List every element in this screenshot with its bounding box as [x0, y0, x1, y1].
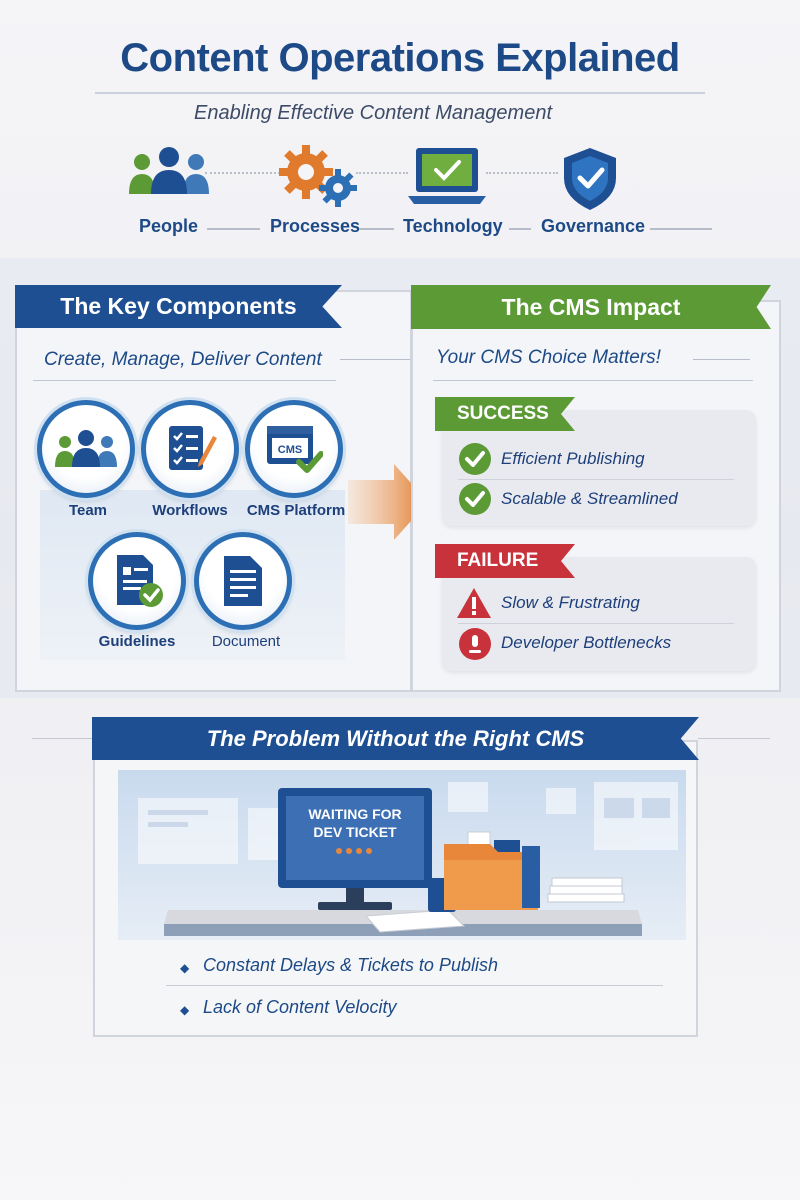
technology-laptop-icon	[408, 148, 486, 204]
waiting-desk-illustration: WAITING FOR DEV TICKET	[118, 770, 686, 940]
failure-tag: FAILURE	[435, 544, 575, 578]
section-rule-left	[32, 738, 94, 739]
failure-item-slow: Slow & Frustrating	[501, 593, 640, 612]
page-subtitle: Enabling Effective Content Management	[194, 102, 552, 124]
problem-ribbon: The Problem Without the Right CMS	[92, 717, 699, 760]
alert-circle-icon	[459, 628, 491, 660]
warning-triangle-icon	[457, 588, 491, 618]
success-tag: SUCCESS	[435, 397, 575, 431]
pillar-label-technology: Technology	[403, 216, 503, 236]
problem-divider	[166, 985, 663, 986]
pillar-divider	[207, 228, 260, 230]
key-components-ribbon: The Key Components	[15, 285, 342, 328]
tagline-underline	[433, 380, 753, 381]
pillar-label-processes: Processes	[270, 216, 361, 236]
tagline-underline	[33, 380, 336, 381]
component-guidelines	[88, 532, 186, 630]
tagline-connector	[693, 359, 750, 360]
success-tag-label: SUCCESS	[457, 403, 549, 424]
impact-arrow-icon	[348, 464, 428, 540]
problem-heading: The Problem Without the Right CMS	[206, 725, 585, 751]
failure-tag-label: FAILURE	[457, 550, 539, 571]
pillar-divider	[650, 228, 712, 230]
component-team	[37, 400, 135, 498]
cms-window-icon: CMS	[267, 426, 323, 473]
check-circle-icon	[459, 483, 491, 515]
pillar-label-people: People	[139, 216, 199, 236]
title-divider	[95, 92, 705, 94]
bullet-diamond-icon: ◆	[180, 1003, 190, 1017]
cms-icon-text: CMS	[278, 444, 302, 456]
section-rule-right	[698, 738, 770, 739]
key-components-tagline: Create, Manage, Deliver Content	[44, 349, 322, 370]
component-workflows	[141, 400, 239, 498]
document-icon	[224, 556, 262, 606]
team-icon	[55, 430, 117, 467]
pillar-label-governance: Governance	[541, 216, 646, 236]
check-circle-icon	[459, 443, 491, 475]
component-cms-platform: CMS	[245, 400, 343, 498]
pillar-connector	[486, 172, 558, 174]
processes-gears-icon	[279, 145, 357, 207]
guidelines-doc-icon	[117, 555, 163, 607]
pillar-connector	[356, 172, 408, 174]
component-document	[194, 532, 292, 630]
card-divider	[458, 479, 734, 480]
governance-shield-icon	[564, 148, 616, 210]
pillar-divider	[509, 228, 531, 230]
card-divider	[458, 623, 734, 624]
cms-impact-tagline: Your CMS Choice Matters!	[436, 347, 661, 368]
page-title: Content Operations Explained	[120, 36, 680, 80]
pillar-connector	[205, 172, 280, 174]
cms-impact-ribbon: The CMS Impact	[411, 285, 771, 329]
key-components-heading: The Key Components	[60, 293, 297, 319]
success-item-efficient-publishing: Efficient Publishing	[501, 449, 645, 468]
component-label-document: Document	[211, 633, 281, 650]
pillar-divider	[359, 228, 394, 230]
screen-text-line1: WAITING FOR	[308, 806, 401, 822]
cms-impact-heading: The CMS Impact	[501, 293, 681, 320]
tagline-connector	[340, 359, 410, 360]
problem-point-velocity: Lack of Content Velocity	[203, 997, 397, 1017]
component-label-guidelines: Guidelines	[98, 633, 176, 650]
screen-text-line2: DEV TICKET	[313, 824, 397, 840]
component-label-team: Team	[68, 502, 108, 519]
success-item-scalable: Scalable & Streamlined	[501, 489, 678, 508]
bullet-diamond-icon: ◆	[180, 961, 190, 975]
component-label-cms-platform: CMS Platform	[246, 502, 346, 519]
problem-point-delays: Constant Delays & Tickets to Publish	[203, 955, 498, 975]
people-icon	[129, 147, 209, 194]
checklist-icon	[169, 426, 217, 470]
component-label-workflows: Workflows	[152, 502, 228, 519]
failure-item-bottlenecks: Developer Bottlenecks	[501, 633, 672, 652]
